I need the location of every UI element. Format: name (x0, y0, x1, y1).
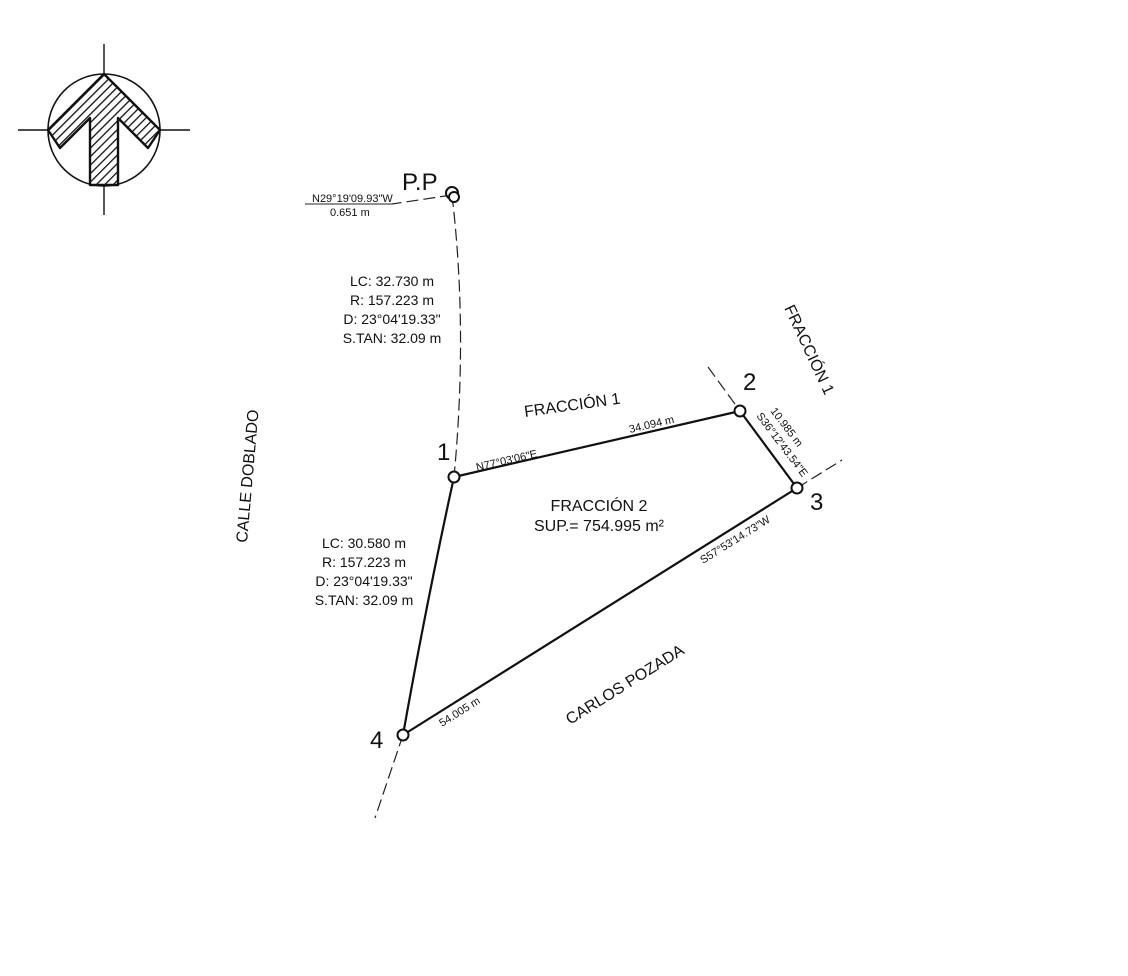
vertex-3 (790, 481, 804, 495)
curve-lower-d: D: 23°04'19.33" (315, 573, 412, 589)
point-label-pp: P.P (402, 169, 438, 196)
edge-1-2 (453, 409, 741, 479)
edge-1-2-bearing: N77°03'06"E (475, 448, 538, 474)
edge-2-3 (739, 410, 798, 489)
curve-pp-to-1 (451, 194, 462, 478)
tie-line-pp (391, 194, 453, 205)
label-fraccion1-center: FRACCIÓN 1 (523, 389, 622, 421)
label-superficie: SUP.= 754.995 m² (534, 518, 665, 535)
curve-lower-r: R: 157.223 m (322, 554, 406, 570)
label-fraccion2: FRACCIÓN 2 (551, 496, 648, 515)
edge-3-4 (402, 487, 798, 736)
curve-1-to-4 (401, 476, 456, 736)
curve-upper-d: D: 23°04'19.33" (343, 311, 440, 327)
extension-4 (374, 734, 404, 819)
vertex-2 (733, 404, 747, 418)
pp-bearing: N29°19'09.93"W (312, 193, 393, 205)
label-carlos-pozada: CARLOS POZADA (563, 642, 688, 729)
point-label-2: 2 (743, 369, 756, 396)
label-calle-doblado: CALLE DOBLADO (234, 409, 263, 543)
curve-lower-stan: S.TAN: 32.09 m (315, 592, 414, 608)
vertices (396, 186, 804, 742)
curve-upper-lc: LC: 32.730 m (350, 273, 434, 289)
point-label-4: 4 (370, 727, 383, 754)
curve-upper-r: R: 157.223 m (350, 292, 434, 308)
curve-lower-lc: LC: 30.580 m (322, 535, 406, 551)
point-label-1: 1 (437, 439, 450, 466)
edge-1-2-distance: 34.094 m (628, 414, 675, 436)
vertex-pp (445, 186, 460, 203)
boundary-lines (305, 194, 843, 819)
edge-3-4-bearing: S57°53'14.73"W (698, 514, 773, 567)
curve-upper-stan: S.TAN: 32.09 m (343, 330, 442, 346)
label-fraccion1-right: FRACCIÓN 1 (780, 302, 838, 398)
vertex-4 (396, 728, 410, 742)
extension-3 (796, 459, 843, 489)
pp-distance: 0.651 m (330, 207, 370, 219)
vertex-1 (447, 470, 461, 484)
curve-data-upper: LC: 32.730 m R: 157.223 m D: 23°04'19.33… (343, 273, 442, 346)
curve-data-lower: LC: 30.580 m R: 157.223 m D: 23°04'19.33… (315, 535, 414, 608)
extension-2 (707, 366, 741, 412)
north-arrow-icon (18, 44, 190, 215)
point-label-3: 3 (810, 489, 823, 516)
